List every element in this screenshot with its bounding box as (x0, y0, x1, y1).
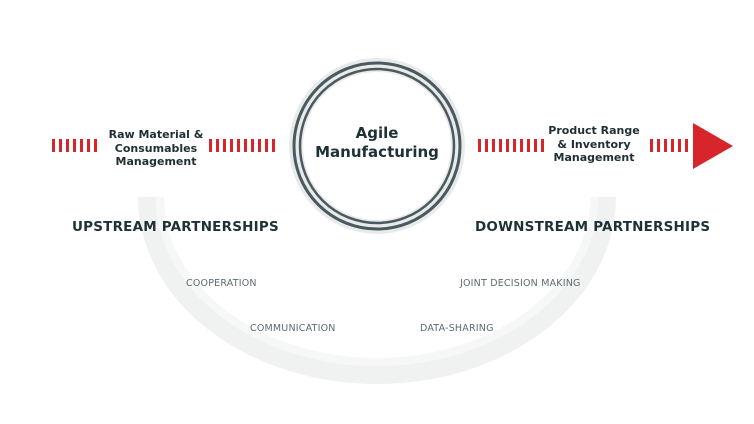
upstream-heading: UPSTREAM PARTNERSHIPS (72, 219, 279, 235)
upstream-node-label: Raw Material & Consumables Management (104, 128, 208, 169)
downstream-node-line-2: & Inventory (557, 137, 631, 151)
upstream-node-line-2: Consumables (114, 141, 198, 155)
flow-bar-center-right (478, 139, 544, 152)
arc-label-cooperation: COOPERATION (186, 278, 257, 289)
arrow-head-icon (693, 123, 733, 169)
downstream-heading: DOWNSTREAM PARTNERSHIPS (475, 219, 711, 235)
arc-label-data-sharing: DATA-SHARING (420, 323, 494, 334)
downstream-node-line-1: Product Range (548, 124, 640, 137)
upstream-node-line-1: Raw Material & (108, 128, 204, 141)
flow-bar-left (52, 139, 97, 152)
center-label: Agile Manufacturing (300, 124, 454, 162)
upstream-node-line-3: Management (115, 155, 197, 168)
center-ring (289, 58, 465, 234)
arc-label-joint-decision: JOINT DECISION MAKING (460, 278, 581, 289)
partnership-arc (138, 196, 616, 384)
downstream-node-label: Product Range & Inventory Management (546, 124, 642, 165)
center-line-1: Agile (355, 124, 399, 142)
center-line-2: Manufacturing (315, 143, 439, 161)
flow-bar-right (650, 139, 688, 152)
flow-bar-center-left (209, 139, 275, 152)
arc-label-communication: COMMUNICATION (250, 323, 336, 334)
downstream-node-line-3: Management (553, 151, 635, 164)
